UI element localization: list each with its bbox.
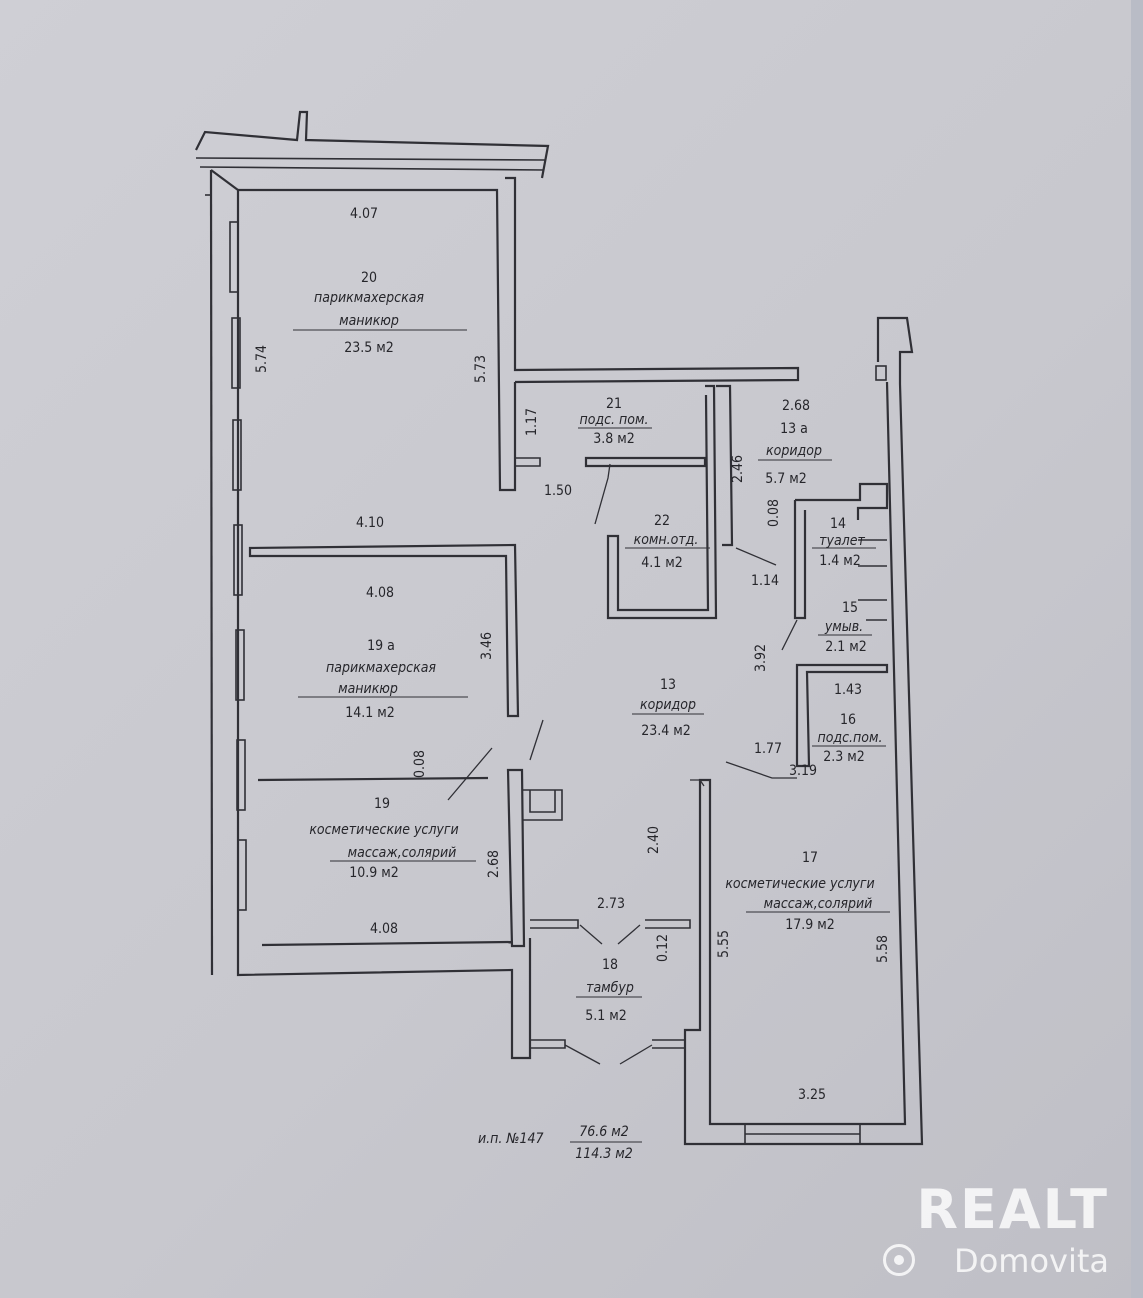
dimension-label: 1.77 xyxy=(754,741,782,757)
room-22-label: 22 комн.отд. 4.1 м2 xyxy=(625,513,710,571)
room-labels: 20 парикмахерская маникюр 23.5 м2 21 под… xyxy=(293,270,890,1024)
watermark-logo: REALT Domovita xyxy=(859,1178,1109,1280)
room-14-label: 14 туалет 1.4 м2 xyxy=(812,516,876,569)
room-number: 19 а xyxy=(367,638,395,654)
room-name: парикмахерская xyxy=(326,660,436,676)
room-area: 3.8 м2 xyxy=(593,431,635,447)
room-name: косметические услуги xyxy=(725,876,874,892)
dimension-label: 1.50 xyxy=(544,483,572,499)
room-area: 2.3 м2 xyxy=(823,749,865,765)
room-number: 21 xyxy=(606,396,622,412)
room-18-label: 18 тамбур 5.1 м2 xyxy=(576,957,642,1024)
dimension-label: 5.74 xyxy=(254,345,270,373)
dimension-label: 3.25 xyxy=(798,1087,826,1103)
dimension-label: 2.46 xyxy=(730,455,746,483)
room-area: 17.9 м2 xyxy=(785,917,835,933)
room-name: умыв. xyxy=(824,619,863,635)
room-13a-label: 13 а коридор 5.7 м2 xyxy=(758,421,832,487)
room-name: парикмахерская xyxy=(314,290,424,306)
room-name: подс. пом. xyxy=(579,412,648,428)
dimension-label: 5.58 xyxy=(875,935,891,963)
dimension-label: 1.43 xyxy=(834,682,862,698)
dimension-label: 0.08 xyxy=(766,499,782,527)
room-name: туалет xyxy=(819,533,865,549)
room-area: 4.1 м2 xyxy=(641,555,683,571)
room-number: 13 xyxy=(660,677,676,693)
room-number: 19 xyxy=(374,796,390,812)
dimension-label: 0.12 xyxy=(655,934,671,962)
room-area: 5.7 м2 xyxy=(765,471,807,487)
dimension-label: 4.08 xyxy=(370,921,398,937)
dimension-label: 4.08 xyxy=(366,585,394,601)
room-name-2: маникюр xyxy=(338,681,398,697)
room-area: 14.1 м2 xyxy=(345,705,395,721)
room-20-label: 20 парикмахерская маникюр 23.5 м2 xyxy=(293,270,467,356)
room-name-2: массаж,солярий xyxy=(764,896,873,912)
watermark-sub: Domovita xyxy=(954,1242,1109,1280)
room-name: коридор xyxy=(640,697,696,713)
room-19a-label: 19 а парикмахерская маникюр 14.1 м2 xyxy=(298,638,468,721)
dimension-label: 3.46 xyxy=(479,632,495,660)
room-area: 23.4 м2 xyxy=(641,723,691,739)
room-area: 2.1 м2 xyxy=(825,639,867,655)
room-area: 1.4 м2 xyxy=(819,553,861,569)
room-number: 16 xyxy=(840,712,856,728)
room-15-label: 15 умыв. 2.1 м2 xyxy=(818,600,872,655)
room-17-label: 17 косметические услуги массаж,солярий 1… xyxy=(725,850,890,933)
total-area: 114.3 м2 xyxy=(575,1146,633,1162)
dimension-label: 4.10 xyxy=(356,515,384,531)
room-name: комн.отд. xyxy=(634,532,699,548)
room-name: тамбур xyxy=(586,980,634,996)
dimension-label: 1.14 xyxy=(751,573,779,589)
room-21-label: 21 подс. пом. 3.8 м2 xyxy=(578,396,652,447)
dimension-label: 5.55 xyxy=(716,930,732,958)
location-pin-icon xyxy=(883,1244,915,1276)
dimension-label: 2.68 xyxy=(486,850,502,878)
room-name: коридор xyxy=(766,443,822,459)
room-16-label: 16 подс.пом. 2.3 м2 xyxy=(812,712,886,765)
area-summary: и.п. №147 76.6 м2 114.3 м2 xyxy=(478,1124,642,1162)
main-area: 76.6 м2 xyxy=(579,1124,629,1140)
room-area: 5.1 м2 xyxy=(585,1008,627,1024)
dimension-label: 4.07 xyxy=(350,206,378,222)
dimension-label: 2.68 xyxy=(782,398,810,414)
watermark-brand: REALT xyxy=(916,1178,1109,1241)
room-number: 22 xyxy=(654,513,670,529)
dimension-label: 5.73 xyxy=(473,355,489,383)
dimension-labels: 4.07 5.74 5.73 1.17 2.68 1.50 2.46 0.08 … xyxy=(254,206,891,1103)
dimension-label: 1.17 xyxy=(524,408,540,436)
page-edge xyxy=(1131,0,1143,1298)
room-number: 13 а xyxy=(780,421,808,437)
dimension-label: 0.08 xyxy=(412,750,428,778)
walls xyxy=(195,110,924,1146)
dimension-label: 2.73 xyxy=(597,896,625,912)
plan-reference: и.п. №147 xyxy=(478,1131,544,1147)
room-number: 20 xyxy=(361,270,377,286)
room-number: 14 xyxy=(830,516,846,532)
dimension-label: 2.40 xyxy=(646,826,662,854)
room-area: 23.5 м2 xyxy=(344,340,394,356)
room-area: 10.9 м2 xyxy=(349,865,399,881)
dimension-label: 3.19 xyxy=(789,763,817,779)
room-19-label: 19 косметические услуги массаж,солярий 1… xyxy=(309,796,476,881)
room-name-2: массаж,солярий xyxy=(348,845,457,861)
room-number: 17 xyxy=(802,850,818,866)
room-name: подс.пом. xyxy=(817,730,882,746)
room-name: косметические услуги xyxy=(309,822,458,838)
room-13-label: 13 коридор 23.4 м2 xyxy=(632,677,704,739)
room-number: 18 xyxy=(602,957,618,973)
room-number: 15 xyxy=(842,600,858,616)
dimension-label: 3.92 xyxy=(753,644,769,672)
room-name-2: маникюр xyxy=(339,313,399,329)
